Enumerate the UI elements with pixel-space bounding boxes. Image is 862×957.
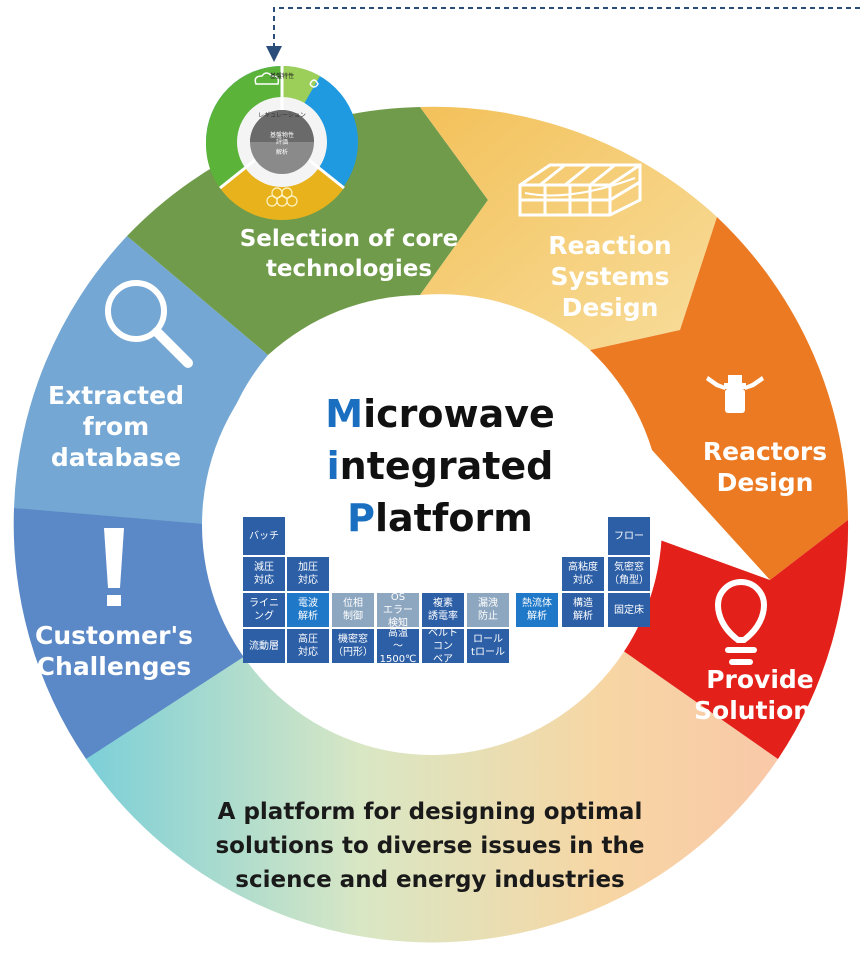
table-cell: 機密窓 （円形） xyxy=(332,629,374,663)
reactor-icon xyxy=(706,375,764,413)
table-cell: バッチ xyxy=(243,517,285,555)
platform-description: A platform for designing optimal solutio… xyxy=(215,799,645,893)
segment-customer-challenges xyxy=(13,508,263,759)
label-core-technologies: Selection of core technologies xyxy=(239,226,459,282)
segment-reactors-design xyxy=(590,217,848,580)
table-cell: 減圧 対応 xyxy=(243,557,285,591)
table-cell: 高粘度 対応 xyxy=(562,557,604,591)
table-cell: 固定床 xyxy=(608,593,650,627)
reactor-grid-icon xyxy=(518,163,642,217)
lightbulb-icon xyxy=(714,579,768,665)
table-cell: ベルト コン ベア xyxy=(422,629,464,663)
label-reaction-design: Reaction Systems Design xyxy=(548,231,672,322)
platform-title: Microwave integrated Platform xyxy=(325,392,555,540)
mini-wheel-icon xyxy=(205,65,358,221)
table-cell: フロー xyxy=(608,517,650,555)
label-provide-solutions: Provide Solutions xyxy=(694,665,826,725)
segment-reaction-design xyxy=(420,106,717,350)
magnifier-icon xyxy=(105,280,193,368)
dashed-arrow-icon xyxy=(266,7,862,62)
table-cell: 電波 解析 xyxy=(287,593,329,627)
table-cell: 位相 制御 xyxy=(332,593,374,627)
table-cell: 加圧 対応 xyxy=(287,557,329,591)
mini-wheel-top-text: 基盤特性 xyxy=(269,73,294,80)
table-cell: 複素 誘電率 xyxy=(422,593,464,627)
table-cell: 高圧 対応 xyxy=(287,629,329,663)
label-extracted-database: Extracted from database xyxy=(48,381,184,472)
label-reactors-design: Reactors Design xyxy=(702,437,828,497)
mini-wheel-bottom-text: 解析 xyxy=(275,149,288,156)
table-cell: 高温 ～ 1500℃ xyxy=(377,629,419,663)
table-cell: 流動層 xyxy=(243,629,285,663)
segment-bottom xyxy=(86,650,778,943)
table-cell: ロール tロール xyxy=(467,629,509,663)
table-cell: 構造 解析 xyxy=(562,593,604,627)
segment-extracted-database xyxy=(14,236,268,525)
mini-wheel-center-text: 基盤物性 評価 xyxy=(269,132,294,146)
table-cell: OS エラー 検知 xyxy=(377,593,419,627)
exclamation-icon xyxy=(104,528,124,606)
label-customer-challenges: Customer's Challenges xyxy=(34,621,194,681)
mini-wheel-ring-text: レギュレーション xyxy=(258,112,306,119)
table-cell: ライニ ング xyxy=(243,593,285,627)
table-cell: 熱流体 解析 xyxy=(516,593,558,627)
table-cell: 漏洩 防止 xyxy=(467,593,509,627)
table-cell: 気密窓 （角型） xyxy=(608,557,650,591)
